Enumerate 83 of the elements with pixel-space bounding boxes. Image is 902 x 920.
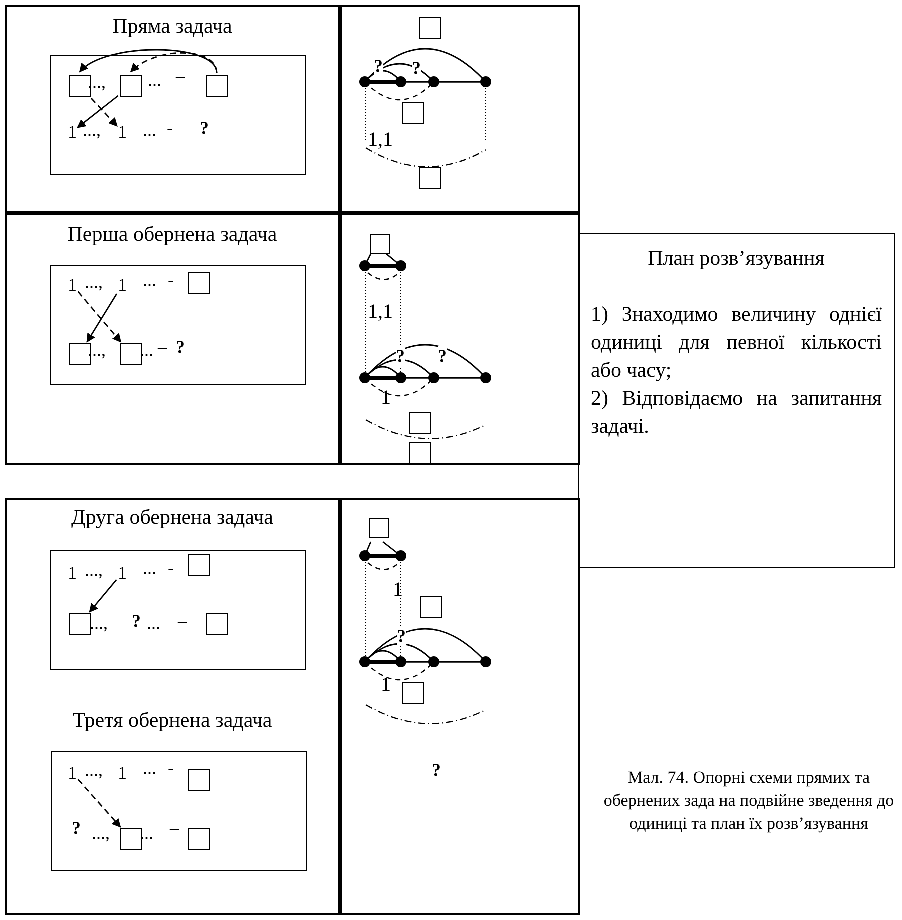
answer-box [402,682,424,704]
number-label: 1,1 [368,302,393,322]
question-mark: ? [396,346,405,366]
figure-caption: Мал. 74. Опорні схеми прямих та обернених зада на подвійне зведення до одиниці та план їх розв’язування [602,767,896,835]
plan-box [578,233,895,568]
ellipsis-text: ..., [83,120,101,140]
number-label: 1 [381,675,391,695]
answer-box [120,75,142,97]
answer-box [419,17,441,39]
answer-box [188,769,210,791]
answer-box [206,75,228,97]
number-label: 1 [118,122,127,142]
answer-box [409,442,431,464]
dash-text: - [168,758,174,778]
dash-text: - [168,558,174,578]
answer-box [120,828,142,850]
arrow [79,49,218,74]
answer-box [419,167,441,189]
answer-box [69,75,91,97]
number-label: 1 [68,122,77,142]
answer-box [188,828,210,850]
number-label: 1 [393,580,403,600]
cell-heading: Друга обернена задача [70,505,274,529]
answer-box [69,613,91,635]
dash-text: – [170,818,179,838]
task-frame [50,265,306,385]
number-label: 1,1 [368,130,393,150]
ellipsis-text: ..., [85,760,103,780]
table-cell [5,5,340,213]
answer-box [188,272,210,294]
ellipsis-text: ..., [85,560,103,580]
answer-box [402,102,424,124]
ellipsis-text: ..., [92,823,110,843]
answer-box [206,613,228,635]
answer-box [409,412,431,434]
arrow [78,291,122,343]
ellipsis-text: ... [148,70,162,90]
plan-step: 1) Знаходимо величину однієї одиниці для певної кількості або часу; [591,300,882,384]
dash-text: - [168,270,174,290]
table-cell [5,213,340,465]
arrow [77,95,119,128]
answer-box [120,343,142,365]
answer-box [369,518,389,538]
plan-heading: План розв’язування [647,245,826,272]
table-cell [5,498,340,915]
number-label: 1 [118,763,127,783]
table-cell [340,213,580,465]
cell-heading: Третя обернена задача [72,708,274,732]
table-cell [340,5,580,213]
arrow [91,98,118,128]
cell-heading: Перша обернена задача [66,222,278,246]
dash-text: - [167,118,173,138]
dash-text: – [158,337,167,357]
number-label: 1 [68,563,77,583]
question-mark: ? [397,626,406,646]
ellipsis-text: ... [143,758,156,778]
ellipsis-text: ... [147,613,160,633]
answer-box [188,554,210,576]
ellipsis-text: ... [143,270,156,290]
ellipsis-text: ... [143,558,156,578]
dash-text: – [178,611,187,631]
ellipsis-text: ..., [85,272,103,292]
arrow [78,779,122,828]
answer-box [370,234,390,254]
number-label: 1 [381,388,391,408]
arrow [89,579,118,613]
number-label: 1 [68,763,77,783]
number-label: 1 [68,275,77,295]
task-frame [50,550,306,670]
plan-step: 2) Відповідаємо на запитання задачі. [591,384,882,440]
arrow [130,52,218,74]
task-frame [50,55,306,175]
answer-box [69,343,91,365]
number-label: 1 [118,275,127,295]
ellipsis-text: ... [143,120,156,140]
arrow [86,294,118,343]
answer-box [420,596,442,618]
task-frame [51,751,307,871]
number-label: 1 [118,563,127,583]
ellipsis-text: ..., [90,613,108,633]
table-cell [340,498,580,915]
cell-heading: Пряма задача [112,14,234,38]
dash-text: – [176,66,185,86]
